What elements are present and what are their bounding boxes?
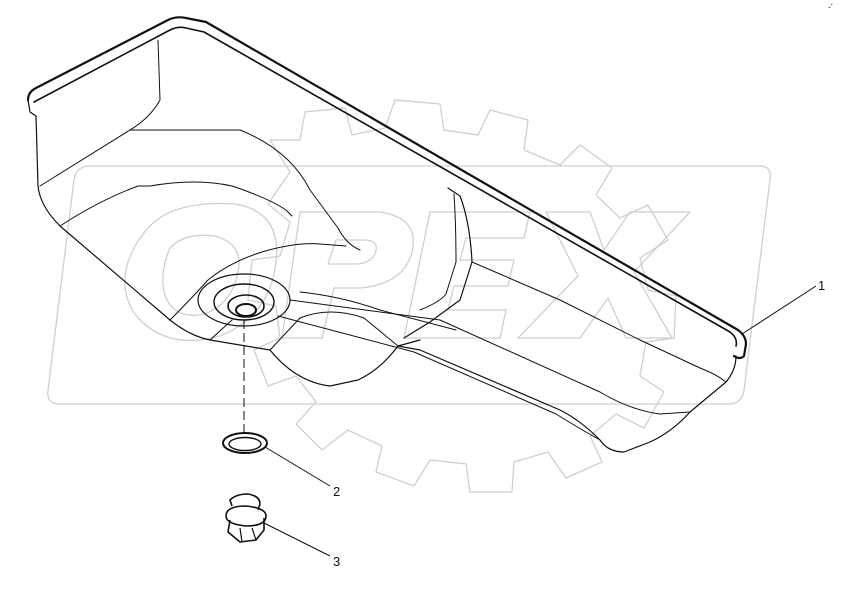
callout-2-leader bbox=[264, 446, 331, 487]
drain-boss-ring bbox=[227, 294, 265, 318]
watermark-letter-o bbox=[124, 202, 278, 342]
drain-plug bbox=[225, 493, 267, 543]
oil-pan-step-wall-3 bbox=[471, 261, 727, 383]
watermark-gear bbox=[247, 99, 677, 493]
callout-3-leader bbox=[261, 521, 331, 557]
watermark-letter-e bbox=[403, 211, 531, 339]
drain-boss-outer bbox=[197, 273, 291, 327]
watermark-bar bbox=[47, 165, 771, 405]
corner-mark: -' bbox=[828, 2, 833, 12]
oil-pan-inner-contour-2 bbox=[129, 129, 361, 251]
callout-1-label: 1 bbox=[818, 278, 825, 293]
oil-pan-flange-edge bbox=[27, 99, 37, 117]
drain-plug-hex-face bbox=[239, 527, 257, 543]
watermark-letter-p bbox=[281, 211, 414, 339]
drain-boss-hole bbox=[235, 303, 257, 317]
watermark-letter-x bbox=[516, 211, 692, 339]
oil-pan-shallow-bottom bbox=[397, 345, 737, 453]
drain-plug-collar bbox=[225, 505, 267, 527]
oil-pan-step-wall-2 bbox=[419, 193, 457, 311]
oil-pan-floor-line-1 bbox=[289, 299, 691, 415]
sealing-ring-outer bbox=[222, 432, 268, 454]
sealing-ring bbox=[222, 432, 268, 454]
oil-pan-floor-line-2 bbox=[277, 315, 601, 441]
drain-plug-thread bbox=[229, 493, 261, 511]
callout-3-label: 3 bbox=[333, 554, 340, 569]
oil-pan-flange-inner bbox=[33, 26, 738, 347]
oil-pan-inner-contour-3 bbox=[149, 181, 293, 217]
oil-pan-step-wall bbox=[403, 187, 473, 339]
callout-2-label: 2 bbox=[333, 484, 340, 499]
drain-plug-hex bbox=[227, 518, 265, 543]
callout-1-leader bbox=[741, 285, 817, 335]
sealing-ring-inner bbox=[228, 436, 262, 452]
oil-pan-sump-body bbox=[35, 115, 421, 387]
watermark-logo bbox=[47, 99, 771, 493]
callout-leaders bbox=[261, 285, 817, 557]
oil-pan-flange-outer bbox=[26, 16, 748, 360]
oil-pan-inner-contour-1 bbox=[39, 39, 161, 187]
oil-pan-inner-contour-5 bbox=[169, 243, 347, 321]
oil-pan bbox=[26, 16, 748, 453]
oil-pan-floor-line-3 bbox=[299, 291, 457, 331]
oil-pan-inner-contour-6 bbox=[209, 311, 399, 351]
oil-pan-inner-contour-4 bbox=[59, 185, 151, 227]
